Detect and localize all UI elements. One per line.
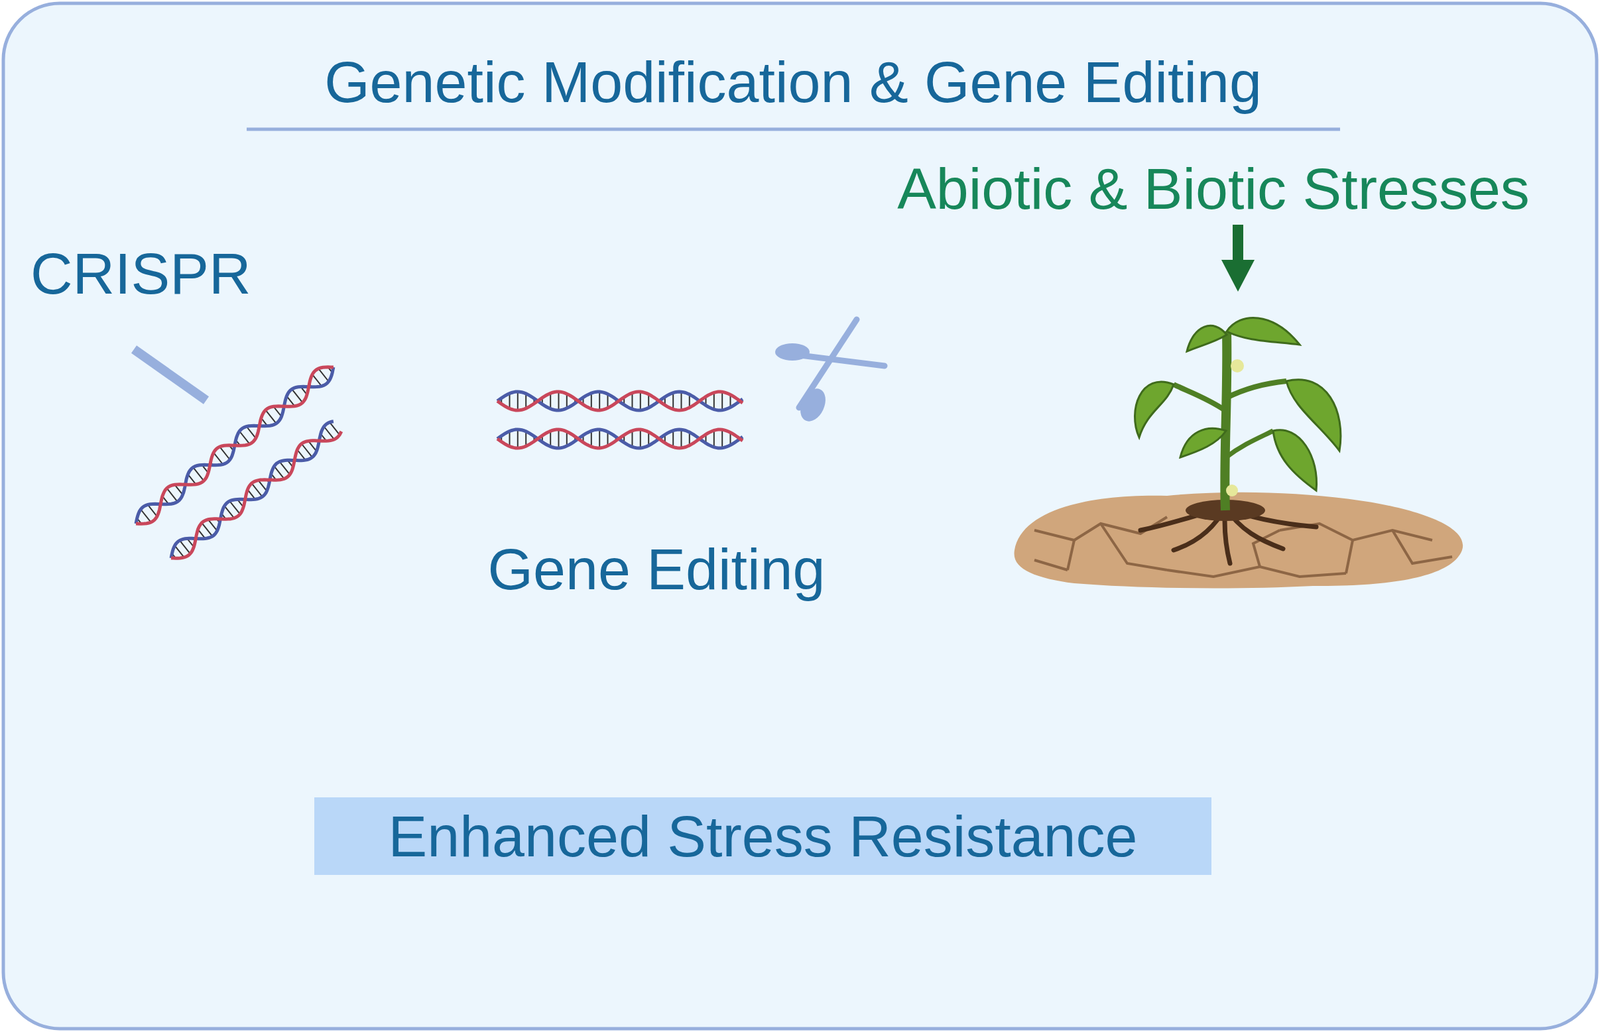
arrow-head (1221, 259, 1255, 292)
panel (3, 3, 1597, 1030)
process-label: Gene Editing (488, 540, 826, 599)
branch (1226, 381, 1287, 398)
leaves (1134, 318, 1341, 491)
helix-strand (497, 429, 743, 449)
stress-arrow (1221, 224, 1255, 292)
crispr-pointer (133, 349, 207, 401)
branch (1173, 384, 1227, 412)
helix-strand (497, 391, 743, 411)
helix-strand (171, 431, 342, 559)
helix-strand (497, 429, 743, 449)
soil (1014, 492, 1464, 589)
box-text: Enhanced Stress Resistance (388, 807, 1138, 866)
arrow-shaft (1232, 224, 1244, 265)
bud (1226, 484, 1238, 497)
result-box: Enhanced Stress Resistance (314, 797, 1212, 876)
diagram-title: Genetic Modification & Gene Editing (324, 53, 1262, 112)
title-underline (246, 127, 1341, 132)
dna-helices (135, 367, 743, 559)
helix-strand (497, 391, 743, 411)
bud (1230, 359, 1244, 373)
stem (1224, 331, 1227, 511)
stress-label: Abiotic & Biotic Stresses (897, 159, 1530, 219)
branch (1226, 430, 1274, 458)
scissor-handle (775, 343, 810, 361)
method-label: CRISPR (30, 244, 252, 304)
scissors-icon (775, 319, 885, 426)
plant-illustration (1014, 318, 1464, 589)
scissor-handle (795, 384, 831, 426)
